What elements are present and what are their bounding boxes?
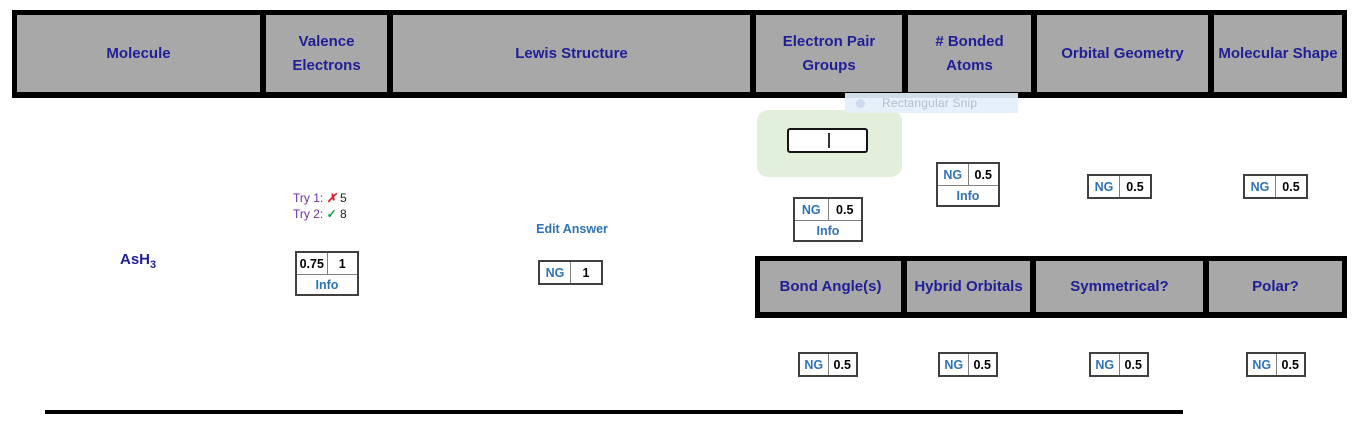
try2-value: 8	[339, 207, 347, 221]
active-answer-highlight	[757, 110, 902, 177]
symmetrical-grade: NG	[1091, 354, 1120, 375]
header-label-hybrid-orbitals: Hybrid Orbitals	[914, 277, 1023, 295]
symmetrical-score-box: NG 0.5	[1089, 352, 1149, 377]
header-label-valence-electrons: Valence Electrons	[292, 33, 361, 74]
bonded-atoms-score-row: NG 0.5	[938, 164, 998, 185]
header-label-polar: Polar?	[1252, 277, 1299, 295]
rectangular-snip-tooltip: Rectangular Snip	[845, 93, 1018, 113]
formula-subscript: 3	[150, 259, 157, 271]
symmetrical-possible-points: 0.5	[1124, 357, 1142, 372]
header-label-lewis-structure: Lewis Structure	[515, 44, 628, 62]
try1-line: Try 1: ✗ 5	[293, 190, 347, 206]
epg-possible-points: 0.5	[836, 202, 854, 217]
polar-grade: NG	[1248, 354, 1277, 375]
bonded-atoms-possible-points: 0.5	[974, 167, 992, 182]
header-cell-hybrid-orbitals: Hybrid Orbitals	[907, 261, 1030, 312]
wrong-mark-icon: ✗	[326, 191, 337, 205]
lewis-grade: NG	[540, 262, 571, 283]
orbital-geometry-grade: NG	[1089, 176, 1120, 197]
bonded-atoms-grade: NG	[938, 164, 969, 185]
hybrid-orbitals-score-box: NG 0.5	[938, 352, 998, 377]
snip-bullet-icon	[856, 98, 865, 108]
polar-score-row: NG 0.5	[1248, 354, 1304, 375]
valence-earned-points: 0.75	[297, 253, 328, 274]
molecule-formula: AsH3	[120, 251, 156, 271]
orbital-geometry-score-row: NG 0.5	[1089, 176, 1150, 197]
electron-pair-groups-input[interactable]	[787, 128, 868, 153]
epg-grade: NG	[795, 199, 829, 220]
orbital-geometry-score-box: NG 0.5	[1087, 174, 1152, 199]
electron-pair-groups-score-box: NG 0.5 Info	[793, 197, 863, 242]
header-cell-symmetrical: Symmetrical?	[1036, 261, 1203, 312]
molecular-shape-score-box: NG 0.5	[1243, 174, 1308, 199]
bond-angles-possible-points: 0.5	[833, 357, 851, 372]
table-header-row-2: Bond Angle(s) Hybrid Orbitals Symmetrica…	[755, 256, 1347, 318]
hybrid-orbitals-grade: NG	[940, 354, 969, 375]
hybrid-orbitals-score-row: NG 0.5	[940, 354, 996, 375]
formula-base: AsH	[120, 251, 151, 268]
valence-try-history: Try 1: ✗ 5 Try 2: ✓ 8	[293, 190, 347, 222]
header-label-symmetrical: Symmetrical?	[1070, 277, 1169, 295]
header-label-molecular-shape: Molecular Shape	[1218, 44, 1338, 62]
molecular-shape-score-row: NG 0.5	[1245, 176, 1306, 197]
try1-value: 5	[339, 191, 347, 205]
header-label-orbital-geometry: Orbital Geometry	[1061, 44, 1184, 62]
header-cell-valence-electrons: Valence Electrons	[266, 15, 387, 92]
lewis-score-row: NG 1	[540, 262, 601, 283]
epg-info-button[interactable]: Info	[795, 220, 861, 240]
header-cell-molecular-shape: Molecular Shape	[1214, 15, 1342, 92]
orbital-geometry-possible-points: 0.5	[1126, 179, 1144, 194]
valence-possible-points: 1	[338, 256, 346, 271]
text-caret	[827, 133, 830, 148]
molecular-shape-grade: NG	[1245, 176, 1276, 197]
header-cell-polar: Polar?	[1209, 261, 1342, 312]
correct-mark-icon: ✓	[326, 207, 337, 221]
valence-score-row: 0.75 1	[297, 253, 357, 274]
lewis-score-box: NG 1	[538, 260, 603, 285]
table-header-row-1: Molecule Valence Electrons Lewis Structu…	[12, 10, 1347, 98]
header-cell-molecule: Molecule	[17, 15, 260, 92]
lewis-possible-points: 1	[582, 265, 590, 280]
header-label-electron-pair-groups: Electron Pair Groups	[782, 33, 876, 74]
bond-angles-score-box: NG 0.5	[798, 352, 858, 377]
bottom-divider	[45, 410, 1183, 414]
header-label-bond-angles: Bond Angle(s)	[779, 277, 882, 295]
epg-score-row: NG 0.5	[795, 199, 861, 220]
header-label-bonded-atoms: # Bonded Atoms	[935, 33, 1004, 74]
header-cell-orbital-geometry: Orbital Geometry	[1037, 15, 1208, 92]
try2-line: Try 2: ✓ 8	[293, 206, 347, 222]
molecular-shape-possible-points: 0.5	[1282, 179, 1300, 194]
edit-answer-link[interactable]: Edit Answer	[536, 222, 608, 236]
bonded-atoms-info-button[interactable]: Info	[938, 185, 998, 205]
header-label-molecule: Molecule	[106, 44, 171, 62]
header-cell-bond-angles: Bond Angle(s)	[760, 261, 901, 312]
polar-score-box: NG 0.5	[1246, 352, 1306, 377]
hybrid-orbitals-possible-points: 0.5	[973, 357, 991, 372]
valence-info-button[interactable]: Info	[297, 274, 357, 294]
header-cell-bonded-atoms: # Bonded Atoms	[908, 15, 1031, 92]
valence-score-box: 0.75 1 Info	[295, 251, 359, 296]
bond-angles-score-row: NG 0.5	[800, 354, 856, 375]
symmetrical-score-row: NG 0.5	[1091, 354, 1147, 375]
bonded-atoms-score-box: NG 0.5 Info	[936, 162, 1000, 207]
snip-tooltip-label: Rectangular Snip	[882, 96, 978, 110]
bond-angles-grade: NG	[800, 354, 829, 375]
try1-label: Try 1:	[293, 191, 324, 205]
polar-possible-points: 0.5	[1281, 357, 1299, 372]
header-cell-electron-pair-groups: Electron Pair Groups	[756, 15, 902, 92]
header-cell-lewis-structure: Lewis Structure	[393, 15, 750, 92]
try2-label: Try 2:	[293, 207, 324, 221]
